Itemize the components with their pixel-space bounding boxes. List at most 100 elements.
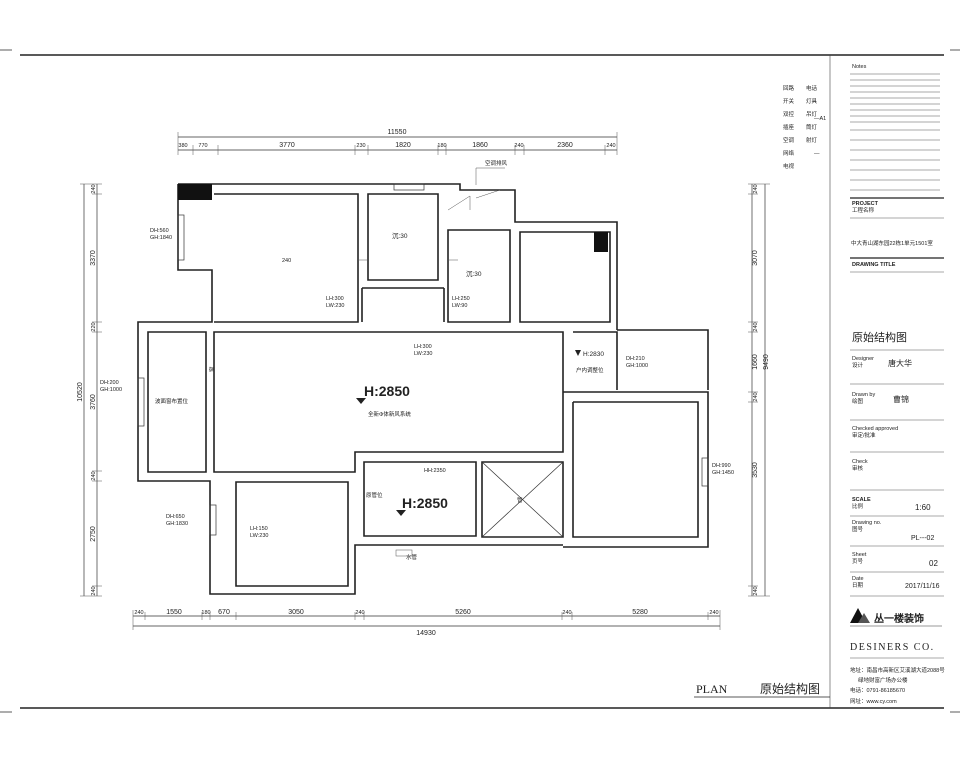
company-address-1: 地址：南昌市高新区艾溪湖大道2088号	[850, 666, 945, 674]
window-spec: DH:200	[100, 380, 119, 386]
sheet-label: Sheet	[852, 552, 867, 558]
legend-item: 网络	[783, 149, 795, 157]
project-label: PROJECT	[852, 201, 879, 207]
opening-spec: LH:300	[326, 296, 344, 302]
walls	[137, 167, 709, 595]
drawing-no-label: Drawing no.	[852, 520, 882, 526]
dim-left-seg: 240	[91, 471, 97, 480]
sheet-value: 02	[929, 559, 938, 568]
project-value: 中大青山湖东园22栋1单元1501室	[851, 239, 933, 247]
date-sub: 日期	[852, 582, 864, 589]
legend-item: 空调	[783, 136, 795, 144]
legend-item: 插座	[783, 123, 795, 131]
window-spec: DH:560	[150, 228, 169, 234]
legend-item: 回路	[783, 84, 795, 92]
plan-title: 原始结构图	[760, 681, 820, 696]
drawn-label: Drawn by	[852, 392, 875, 398]
window-spec: GH:1450	[712, 470, 734, 476]
room-annotations: 空调排风 DH:560 GH:1840 240 LH:300 LW:230 沉:…	[100, 159, 734, 561]
opening-spec: LH:300	[414, 344, 432, 350]
dim-top-seg: 770	[198, 143, 207, 149]
dim-top-seg: 1860	[472, 142, 488, 149]
kitchen-height: H:2850	[402, 495, 448, 511]
title-block: Notes PROJECT 工程名称 中大青山湖东园22栋1单元1501室 DR…	[850, 64, 945, 705]
dim-bottom-seg: 3050	[288, 609, 304, 616]
dimension-left: 240 3370 220 3760 240 2750 240 10520	[77, 183, 102, 597]
dim-left-seg: 240	[91, 184, 97, 193]
dim-top-seg: 2360	[557, 142, 573, 149]
plan-footer: PLAN 原始结构图	[694, 681, 830, 698]
opening-spec: LW:230	[326, 303, 344, 309]
plan-label: PLAN	[696, 682, 728, 696]
company-phone: 电话：0791-86185670	[850, 686, 905, 694]
dim-bottom-total: 14930	[416, 630, 436, 637]
bath-label: 沉:30	[466, 270, 482, 278]
dim-top-seg: 240	[606, 143, 615, 149]
dim-left-total: 10520	[77, 382, 84, 402]
dim-bottom-seg: 240	[709, 610, 718, 616]
legend-item: —	[814, 151, 820, 157]
right-height: H:2830	[583, 351, 604, 358]
dim-top-seg: 1820	[395, 142, 411, 149]
window-spec: GH:1000	[626, 363, 648, 369]
dim-bottom-seg: 5280	[632, 609, 648, 616]
dim-right-seg: 240	[753, 392, 759, 401]
balcony-note: 波面窗布置位	[155, 397, 189, 405]
legend-item: 吊灯	[806, 110, 818, 118]
dim-top-seg: 380	[178, 143, 187, 149]
legend-item: 开关	[783, 97, 795, 105]
company-logo-icon	[850, 608, 870, 623]
legend-item: 射灯	[806, 136, 818, 144]
scale-label: SCALE	[852, 497, 871, 503]
dim-left-seg: 220	[91, 322, 97, 331]
legend-item: —A1	[814, 116, 826, 122]
designer-sub: 设计	[852, 361, 864, 369]
legend-item: 灯具	[806, 97, 818, 105]
kitchen-tag: HH:2350	[424, 468, 446, 474]
living-note: 全新Φ体新风系统	[368, 410, 411, 418]
dim-right-seg: 1660	[752, 354, 759, 370]
notes-lines	[850, 73, 940, 191]
checked-label: Checked approved	[852, 426, 898, 432]
scale-value: 1:60	[915, 503, 931, 512]
legend-item: 双控	[783, 110, 795, 118]
dim-top-seg: 3770	[279, 142, 295, 149]
company-name-cn: 丛一楼装饰	[874, 612, 924, 625]
checked-sub: 审定/批准	[852, 431, 876, 439]
column-block	[594, 232, 608, 252]
dim-left-seg: 3370	[90, 250, 97, 266]
notes-title: Notes	[852, 64, 867, 70]
opening-spec: LW:230	[250, 533, 268, 539]
dim-bottom-seg: 240	[562, 610, 571, 616]
designer-value: 唐大华	[888, 358, 912, 368]
scale-sub: 比例	[852, 502, 864, 510]
opening-spec: LW:230	[414, 351, 432, 357]
dim-right-seg: 240	[753, 184, 759, 193]
drawing-no-sub: 图号	[852, 525, 864, 533]
dimension-top: 11550 380 770 3770 230 1820 180 1860 240…	[177, 129, 618, 155]
balcony-vertical-label: 窗	[208, 366, 216, 372]
legend: 回路 开关 双控 插座 空调 网络 电视 电话 灯具 吊灯 筒灯 射灯 —A1 …	[783, 84, 826, 170]
dim-bottom-seg: 670	[218, 609, 230, 616]
living-height: H:2850	[364, 383, 410, 399]
dim-left-seg: 240	[91, 586, 97, 595]
dim-right-seg: 3530	[752, 462, 759, 478]
dim-bottom-seg: 180	[201, 610, 210, 616]
entry-label: 空调排风	[485, 159, 508, 167]
dim-bottom-seg: 1550	[166, 609, 182, 616]
project-sub: 工程名称	[852, 206, 875, 214]
window-spec: DH:650	[166, 514, 185, 520]
dim-right-seg: 3070	[752, 250, 759, 266]
drawing-title-value: 原始结构图	[852, 330, 907, 344]
dim-top-seg: 240	[514, 143, 523, 149]
kitchen-drain: 水管	[406, 553, 418, 561]
dim-right-seg: 240	[753, 322, 759, 331]
check-sub: 审核	[852, 464, 864, 472]
opening-spec: LH:250	[452, 296, 470, 302]
check-label: Check	[852, 459, 868, 465]
company-address-2: 绿地财富广场办公楼	[858, 676, 908, 684]
drawn-sub: 绘图	[852, 397, 864, 405]
dim-top-seg: 230	[356, 143, 365, 149]
opening-spec: LW:90	[452, 303, 467, 309]
